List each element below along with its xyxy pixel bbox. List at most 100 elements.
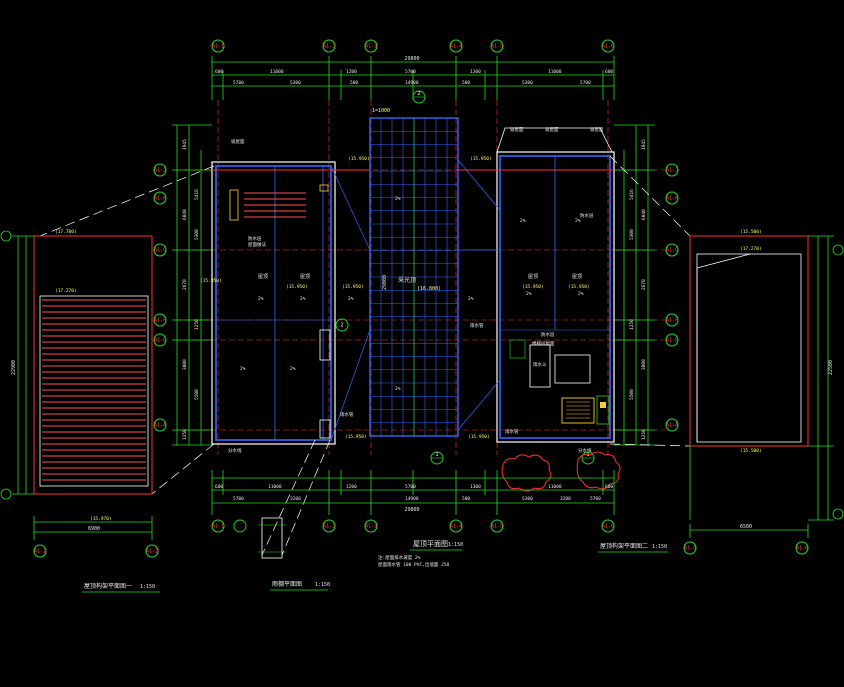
- slope-6: 2%: [578, 291, 584, 297]
- grid-bubbles-top: A1-1 A1-2 A1-3 A1-4 A1-5 A1-6: [211, 39, 615, 53]
- elev-6: (15.950): [348, 156, 370, 162]
- right-vdim-1: 1945: [641, 139, 647, 150]
- top-dim2-5: 500: [462, 80, 470, 86]
- slope-3: 2%: [240, 366, 246, 372]
- center-skylight-grid: [369, 117, 459, 437]
- right-small-elev-top: (15.500): [740, 229, 762, 235]
- bottom-dim-7: 600: [605, 484, 613, 490]
- bottom-dim2-3: 14900: [405, 496, 419, 502]
- left-vdim-1: 1945: [182, 139, 188, 150]
- grid-bubbles-right: A1-J A1-H A1-G A1-F A1-E A1-A: [665, 163, 679, 432]
- left-small-dim-bottom: 6900: [88, 526, 100, 532]
- elev-4: (15.950): [568, 284, 590, 290]
- room-label-7: 坡屋面: [545, 126, 559, 133]
- right-vdim-2: 5416: [629, 189, 635, 200]
- top-dim-7: 600: [605, 69, 613, 75]
- slope-labels: 2% 2% 2% 2% 2% 2% 2% 2% 2% 2% 2% 2%: [240, 196, 584, 392]
- note-6: 雨水管: [470, 322, 484, 329]
- room-label-1: 屋顶: [258, 274, 268, 280]
- slope-11: 2%: [348, 296, 354, 302]
- grid-axis-lines: [175, 100, 665, 455]
- elev-3: (15.950): [522, 284, 544, 290]
- top-dim-row1: 600 11000 1200 5700 1300 11000 600: [215, 69, 613, 75]
- canopy-scale: 1:150: [315, 582, 330, 588]
- grid-bubble-top-6: A1-6: [602, 44, 614, 50]
- right-small-elev-bot: (15.500): [740, 448, 762, 454]
- grid-bubble-right-4: A1-F: [666, 318, 678, 324]
- left-vdim-2: 5416: [194, 189, 200, 200]
- slope-2: 2%: [300, 296, 306, 302]
- left-side-plan: [12, 235, 153, 540]
- grid-bubble-bottom-4: A1-4: [450, 524, 462, 530]
- right-small-elev-mid: (17.270): [740, 246, 762, 252]
- elev-1: (15.950): [286, 284, 308, 290]
- bottom-dim2-1: 5700: [233, 496, 244, 502]
- bottom-dim2-5: 5300: [522, 496, 533, 502]
- right-small-dim-vert: 22500: [828, 360, 834, 375]
- top-dim-2: 11000: [270, 69, 284, 75]
- room-label-4: 屋顶: [572, 274, 582, 280]
- slope-5: 2%: [526, 291, 532, 297]
- bottom-dim-6: 11000: [548, 484, 562, 490]
- grid-bubble-top-5: A1-5: [491, 44, 503, 50]
- left-vdim-4: 5300: [194, 229, 200, 240]
- bottom-dim-row1: 600 11000 1200 5700 1300 11000 600: [215, 484, 613, 490]
- top-overall-dimension: 29800: [404, 56, 419, 62]
- connector-dash-lines: [39, 155, 691, 556]
- left-vdim-5: 2670: [182, 279, 188, 290]
- bottom-dim-2: 11000: [268, 484, 282, 490]
- grid-bubble-right-2: A1-H: [666, 196, 678, 202]
- right-roof-block: [456, 127, 615, 443]
- grid-bubble-right-3: A1-G: [666, 248, 678, 254]
- top-dim-6: 11000: [548, 69, 562, 75]
- left-vertical-dims-text: 1945 5416 6040 5300 2670 1250 3000 5500 …: [182, 139, 200, 440]
- left-small-grid-2: A1-2: [146, 549, 158, 555]
- left-vdim-3: 6040: [182, 209, 188, 220]
- bottom-dimension-lines: [211, 470, 615, 515]
- grid-bubble-left-6: A1-A: [154, 423, 166, 429]
- left-vdim-8: 5500: [194, 389, 200, 400]
- main-note-2: 屋面雨水管 100 PVC,出墙面 250: [378, 561, 450, 568]
- elev-5: (15.950): [200, 278, 222, 284]
- room-label-6: 坡屋面: [510, 126, 524, 133]
- grid-bubble-bottom-6: A1-6: [602, 524, 614, 530]
- left-small-scale: 1:150: [140, 584, 155, 590]
- center-vertical-dim: 29000: [382, 275, 388, 290]
- top-dim-1: 600: [215, 69, 223, 75]
- right-vdim-4: 5300: [629, 229, 635, 240]
- edge-markers: [0, 230, 844, 520]
- top-dim-3: 1200: [346, 69, 357, 75]
- detail-bubble-mid: 2: [340, 323, 343, 329]
- left-small-dim-vert: 22900: [11, 360, 17, 375]
- right-small-grid-bubbles: A1-5 A1-6: [683, 541, 809, 555]
- detail-bubble-bottom-2: 1: [586, 452, 589, 458]
- left-vdim-6: 1250: [194, 319, 200, 330]
- left-vdim-7: 3000: [182, 359, 188, 370]
- bottom-dim-4: 5700: [405, 484, 416, 490]
- elevation-labels: (15.950) (15.950) (15.950) (15.950) (15.…: [200, 156, 590, 440]
- elev-2: (15.950): [342, 284, 364, 290]
- slope-8: 2%: [575, 218, 581, 224]
- right-side-plan: [689, 235, 834, 538]
- right-vdim-8: 5500: [629, 389, 635, 400]
- main-note-1: 注:屋面排水坡度 2%: [378, 554, 421, 561]
- note-5: 雨水管: [340, 411, 354, 418]
- annotation-notes: 防水层 屋面做法 防水层 防水层 雨水管 雨水管 雨水管 雨水斗 分水线 分水线…: [228, 212, 594, 454]
- elev-8: (15.950): [345, 434, 367, 440]
- room-labels: 屋顶 屋顶 屋顶 屋顶 坡屋面 坡屋面 坡屋面 坡屋面: [231, 126, 604, 280]
- top-dimension-lines: [211, 56, 615, 100]
- elev-7: (15.950): [470, 156, 492, 162]
- top-dim2-6: 5300: [522, 80, 533, 86]
- top-dim2-7: 5700: [580, 80, 591, 86]
- center-skylight-label: 采光顶: [398, 276, 416, 284]
- bottom-overall-dimension: 29800: [404, 507, 419, 513]
- tree-symbols: [501, 451, 621, 492]
- top-dim2-3: 500: [350, 80, 358, 86]
- bottom-dim-3: 1200: [346, 484, 357, 490]
- note-9: 分水线: [228, 447, 242, 454]
- grid-bubble-bottom-2: A1-2: [323, 524, 335, 530]
- grid-bubble-right-6: A1-A: [666, 423, 678, 429]
- left-small-elev-mid: (17.270): [55, 288, 77, 294]
